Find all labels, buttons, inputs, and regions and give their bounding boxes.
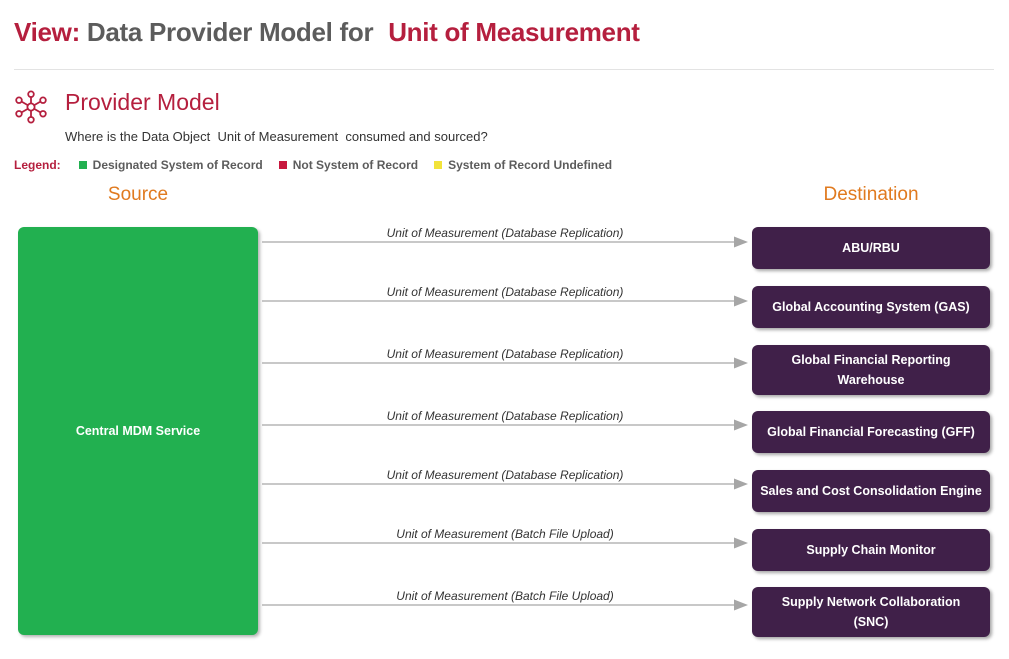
flow-label: Unit of Measurement (Database Replicatio…: [386, 285, 624, 299]
section-question: Where is the Data Object Unit of Measure…: [65, 129, 488, 144]
legend-item-undefined: System of Record Undefined: [434, 158, 612, 172]
legend-label: Legend:: [14, 158, 61, 172]
destination-node[interactable]: ABU/RBU: [752, 227, 990, 269]
source-system-label: Central MDM Service: [75, 424, 201, 438]
destination-node[interactable]: Supply Chain Monitor: [752, 529, 990, 571]
legend-item-label: Not System of Record: [292, 158, 419, 172]
flow-label: Unit of Measurement (Database Replicatio…: [386, 347, 624, 361]
flow-label: Unit of Measurement (Database Replicatio…: [386, 226, 624, 240]
destination-node[interactable]: Global Accounting System (GAS): [752, 286, 990, 328]
view-title-prefix: View:: [14, 17, 80, 47]
flow-arrow-icon: [262, 357, 748, 369]
legend-item-label: Designated System of Record: [92, 158, 263, 172]
destination-column-heading: Destination: [823, 184, 919, 205]
destination-label: ABU/RBU: [842, 241, 900, 255]
flow-label: Unit of Measurement (Database Replicatio…: [386, 468, 624, 482]
network-nodes-icon: [15, 90, 47, 124]
flow-arrow-icon: [262, 478, 748, 490]
flow-label: Unit of Measurement (Batch File Upload): [396, 527, 614, 541]
legend-item-designated: Designated System of Record: [78, 158, 263, 172]
flow-connector: Unit of Measurement (Database Replicatio…: [262, 409, 748, 431]
flow-arrow-icon: [262, 537, 748, 549]
destination-label: Global Accounting System (GAS): [772, 300, 970, 314]
source-system-node[interactable]: Central MDM Service: [18, 227, 258, 635]
destination-label: Global Financial Reporting Warehouse: [791, 353, 951, 387]
destination-label: Global Financial Forecasting (GFF): [767, 425, 975, 439]
flow-arrow-icon: [262, 295, 748, 307]
title-divider: [14, 69, 994, 70]
destination-node[interactable]: Global Financial Reporting Warehouse: [752, 345, 990, 395]
legend: Legend: Designated System of Record Not …: [14, 157, 628, 173]
flow-connector: Unit of Measurement (Database Replicatio…: [262, 468, 748, 490]
destination-node[interactable]: Sales and Cost Consolidation Engine: [752, 470, 990, 512]
flow-connector: Unit of Measurement (Database Replicatio…: [262, 347, 748, 369]
view-title-text: Data Provider Model for: [86, 17, 374, 47]
flow-connector: Unit of Measurement (Batch File Upload): [262, 527, 748, 549]
flow-connector: Unit of Measurement (Database Replicatio…: [262, 285, 748, 307]
destination-label: Supply Chain Monitor: [806, 543, 936, 557]
destination-node[interactable]: Supply Network Collaboration (SNC): [752, 587, 990, 637]
destination-label: Supply Network Collaboration (SNC): [781, 595, 961, 629]
data-object-name: Unit of Measurement: [388, 17, 640, 47]
section-title: Provider Model: [65, 89, 220, 115]
flow-label: Unit of Measurement (Batch File Upload): [396, 589, 614, 603]
flow-connector: Unit of Measurement (Batch File Upload): [262, 589, 748, 611]
destination-node[interactable]: Global Financial Forecasting (GFF): [752, 411, 990, 453]
legend-swatch: [78, 161, 87, 169]
destination-label: Sales and Cost Consolidation Engine: [760, 484, 982, 498]
flow-arrow-icon: [262, 419, 748, 431]
flow-arrow-icon: [262, 236, 748, 248]
flow-connector: Unit of Measurement (Database Replicatio…: [262, 226, 748, 248]
flow-arrow-icon: [262, 599, 748, 611]
view-title: View: Data Provider Model for Unit of Me…: [14, 17, 640, 48]
flow-label: Unit of Measurement (Database Replicatio…: [386, 409, 624, 423]
legend-item-label: System of Record Undefined: [448, 158, 613, 172]
source-column-heading: Source: [107, 184, 169, 205]
legend-item-not-sor: Not System of Record: [278, 158, 419, 172]
legend-swatch: [434, 161, 443, 169]
legend-swatch: [278, 161, 287, 169]
